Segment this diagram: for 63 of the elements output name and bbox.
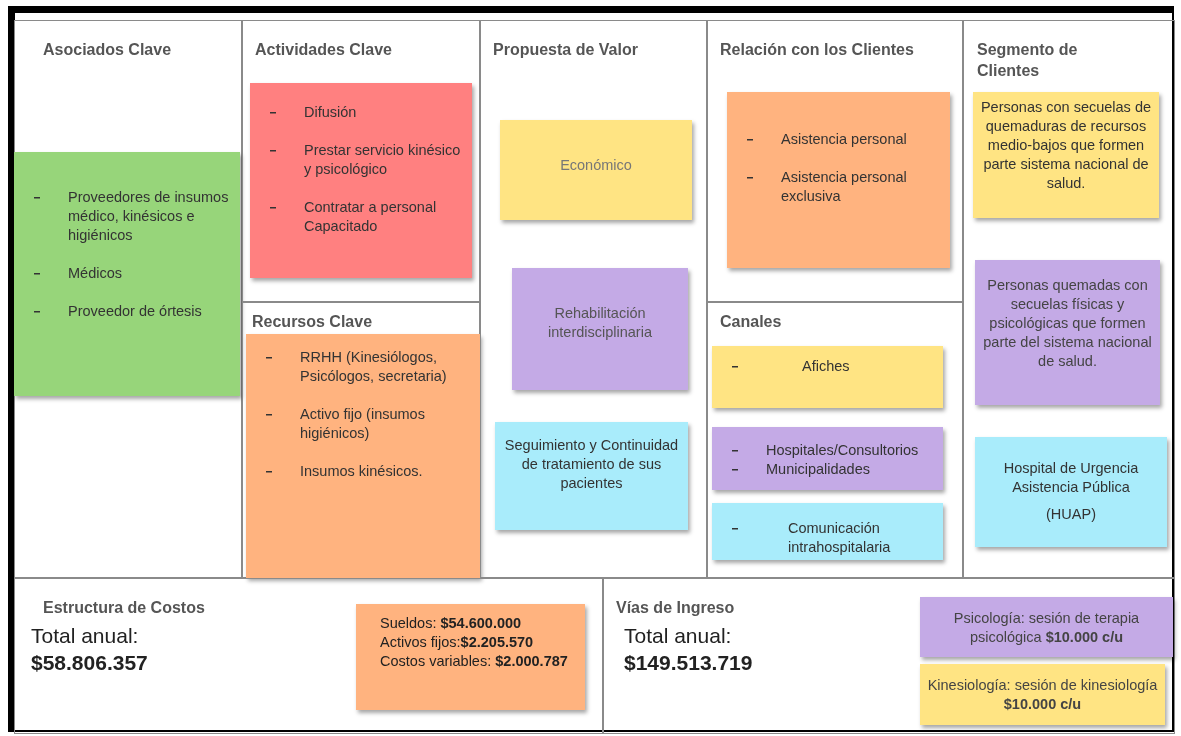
canvas-section (14, 578, 603, 734)
total-label: Total anual: (624, 623, 732, 649)
note-text: Hospital de Urgencia Asistencia Pública (1002, 459, 1140, 497)
total-amount: $58.806.357 (31, 650, 148, 676)
note-text: Sueldos: $54.600.000 (380, 614, 523, 633)
list-item: Afiches (718, 357, 937, 376)
note-text: Seguimiento y Continuidad de tratamiento de sus pacientes (503, 436, 680, 493)
note-text: Rehabilitación interdisciplinaria (547, 304, 653, 342)
section-heading: Asociados Clave (43, 40, 172, 60)
sticky-note (975, 260, 1160, 405)
list-item: Hospitales/Consultorios (718, 441, 937, 460)
sticky-note (727, 92, 950, 268)
note-text: Psicología: sesión de terapia psicológica $10.000 c/u (952, 609, 1141, 647)
canvas-section (480, 20, 707, 578)
sticky-note (356, 604, 585, 710)
canvas-section (603, 578, 1175, 734)
sticky-note (14, 152, 240, 396)
section-heading: Propuesta de Valor (493, 40, 638, 60)
note-text: Kinesiología: sesión de kinesiología $10.000 c/u (926, 676, 1159, 714)
canvas-section (707, 302, 963, 578)
note-text: Activos fijos:$2.205.570 (380, 633, 535, 652)
list-item: Difusión (256, 103, 466, 122)
note-text: Costos variables: $2.000.787 (380, 652, 569, 671)
section-heading: Estructura de Costos (43, 598, 205, 618)
sticky-note (920, 597, 1173, 657)
note-text: Económico (559, 156, 633, 175)
canvas-section (242, 20, 480, 302)
list-item: Comunicación intrahospitalaria (718, 519, 937, 557)
section-heading: Vías de Ingreso (616, 598, 735, 618)
section-heading: Relación con los Clientes (720, 40, 914, 60)
sticky-note (712, 503, 943, 560)
sticky-note (500, 120, 692, 220)
sticky-note (512, 268, 688, 390)
section-heading: Segmento de Clientes (977, 40, 1079, 81)
list-item: Médicos (20, 264, 234, 283)
total-label: Total anual: (31, 623, 139, 649)
list-item: Municipalidades (718, 460, 937, 479)
note-text: Personas quemadas con secuelas físicas y psicológicas que formen parte del sistema nacional de salud. (982, 276, 1153, 371)
list-item: Activo fijo (insumos higiénicos) (252, 405, 474, 443)
total-amount: $149.513.719 (624, 650, 753, 676)
list-item: Asistencia personal (733, 130, 944, 149)
sticky-note (712, 427, 943, 490)
sticky-note (973, 92, 1159, 218)
sticky-note (712, 346, 943, 408)
list-item: Insumos kinésicos. (252, 462, 474, 481)
sticky-note (920, 664, 1165, 725)
sticky-note (250, 83, 472, 278)
list-item: RRHH (Kinesiólogos, Psicólogos, secretaria) (252, 348, 474, 386)
note-text: Personas con secuelas de quemaduras de recursos medio-bajos que formen parte sistema nacional de salud. (979, 98, 1153, 193)
section-heading: Actividades Clave (255, 40, 392, 60)
sticky-note (975, 437, 1167, 547)
list-item: Prestar servicio kinésico y psicológico (256, 141, 466, 179)
section-heading: Recursos Clave (252, 312, 373, 332)
list-item: Asistencia personal exclusiva (733, 168, 944, 206)
note-text: (HUAP) (1045, 505, 1097, 524)
canvas-section (14, 20, 242, 578)
list-item: Proveedor de órtesis (20, 302, 234, 321)
sticky-note (495, 422, 688, 530)
section-heading: Canales (720, 312, 782, 332)
list-item: Proveedores de insumos médico, kinésicos e higiénicos (20, 188, 234, 245)
canvas-section (707, 20, 963, 302)
canvas-section (963, 20, 1175, 578)
list-item: Contratar a personal Capacitado (256, 198, 466, 236)
